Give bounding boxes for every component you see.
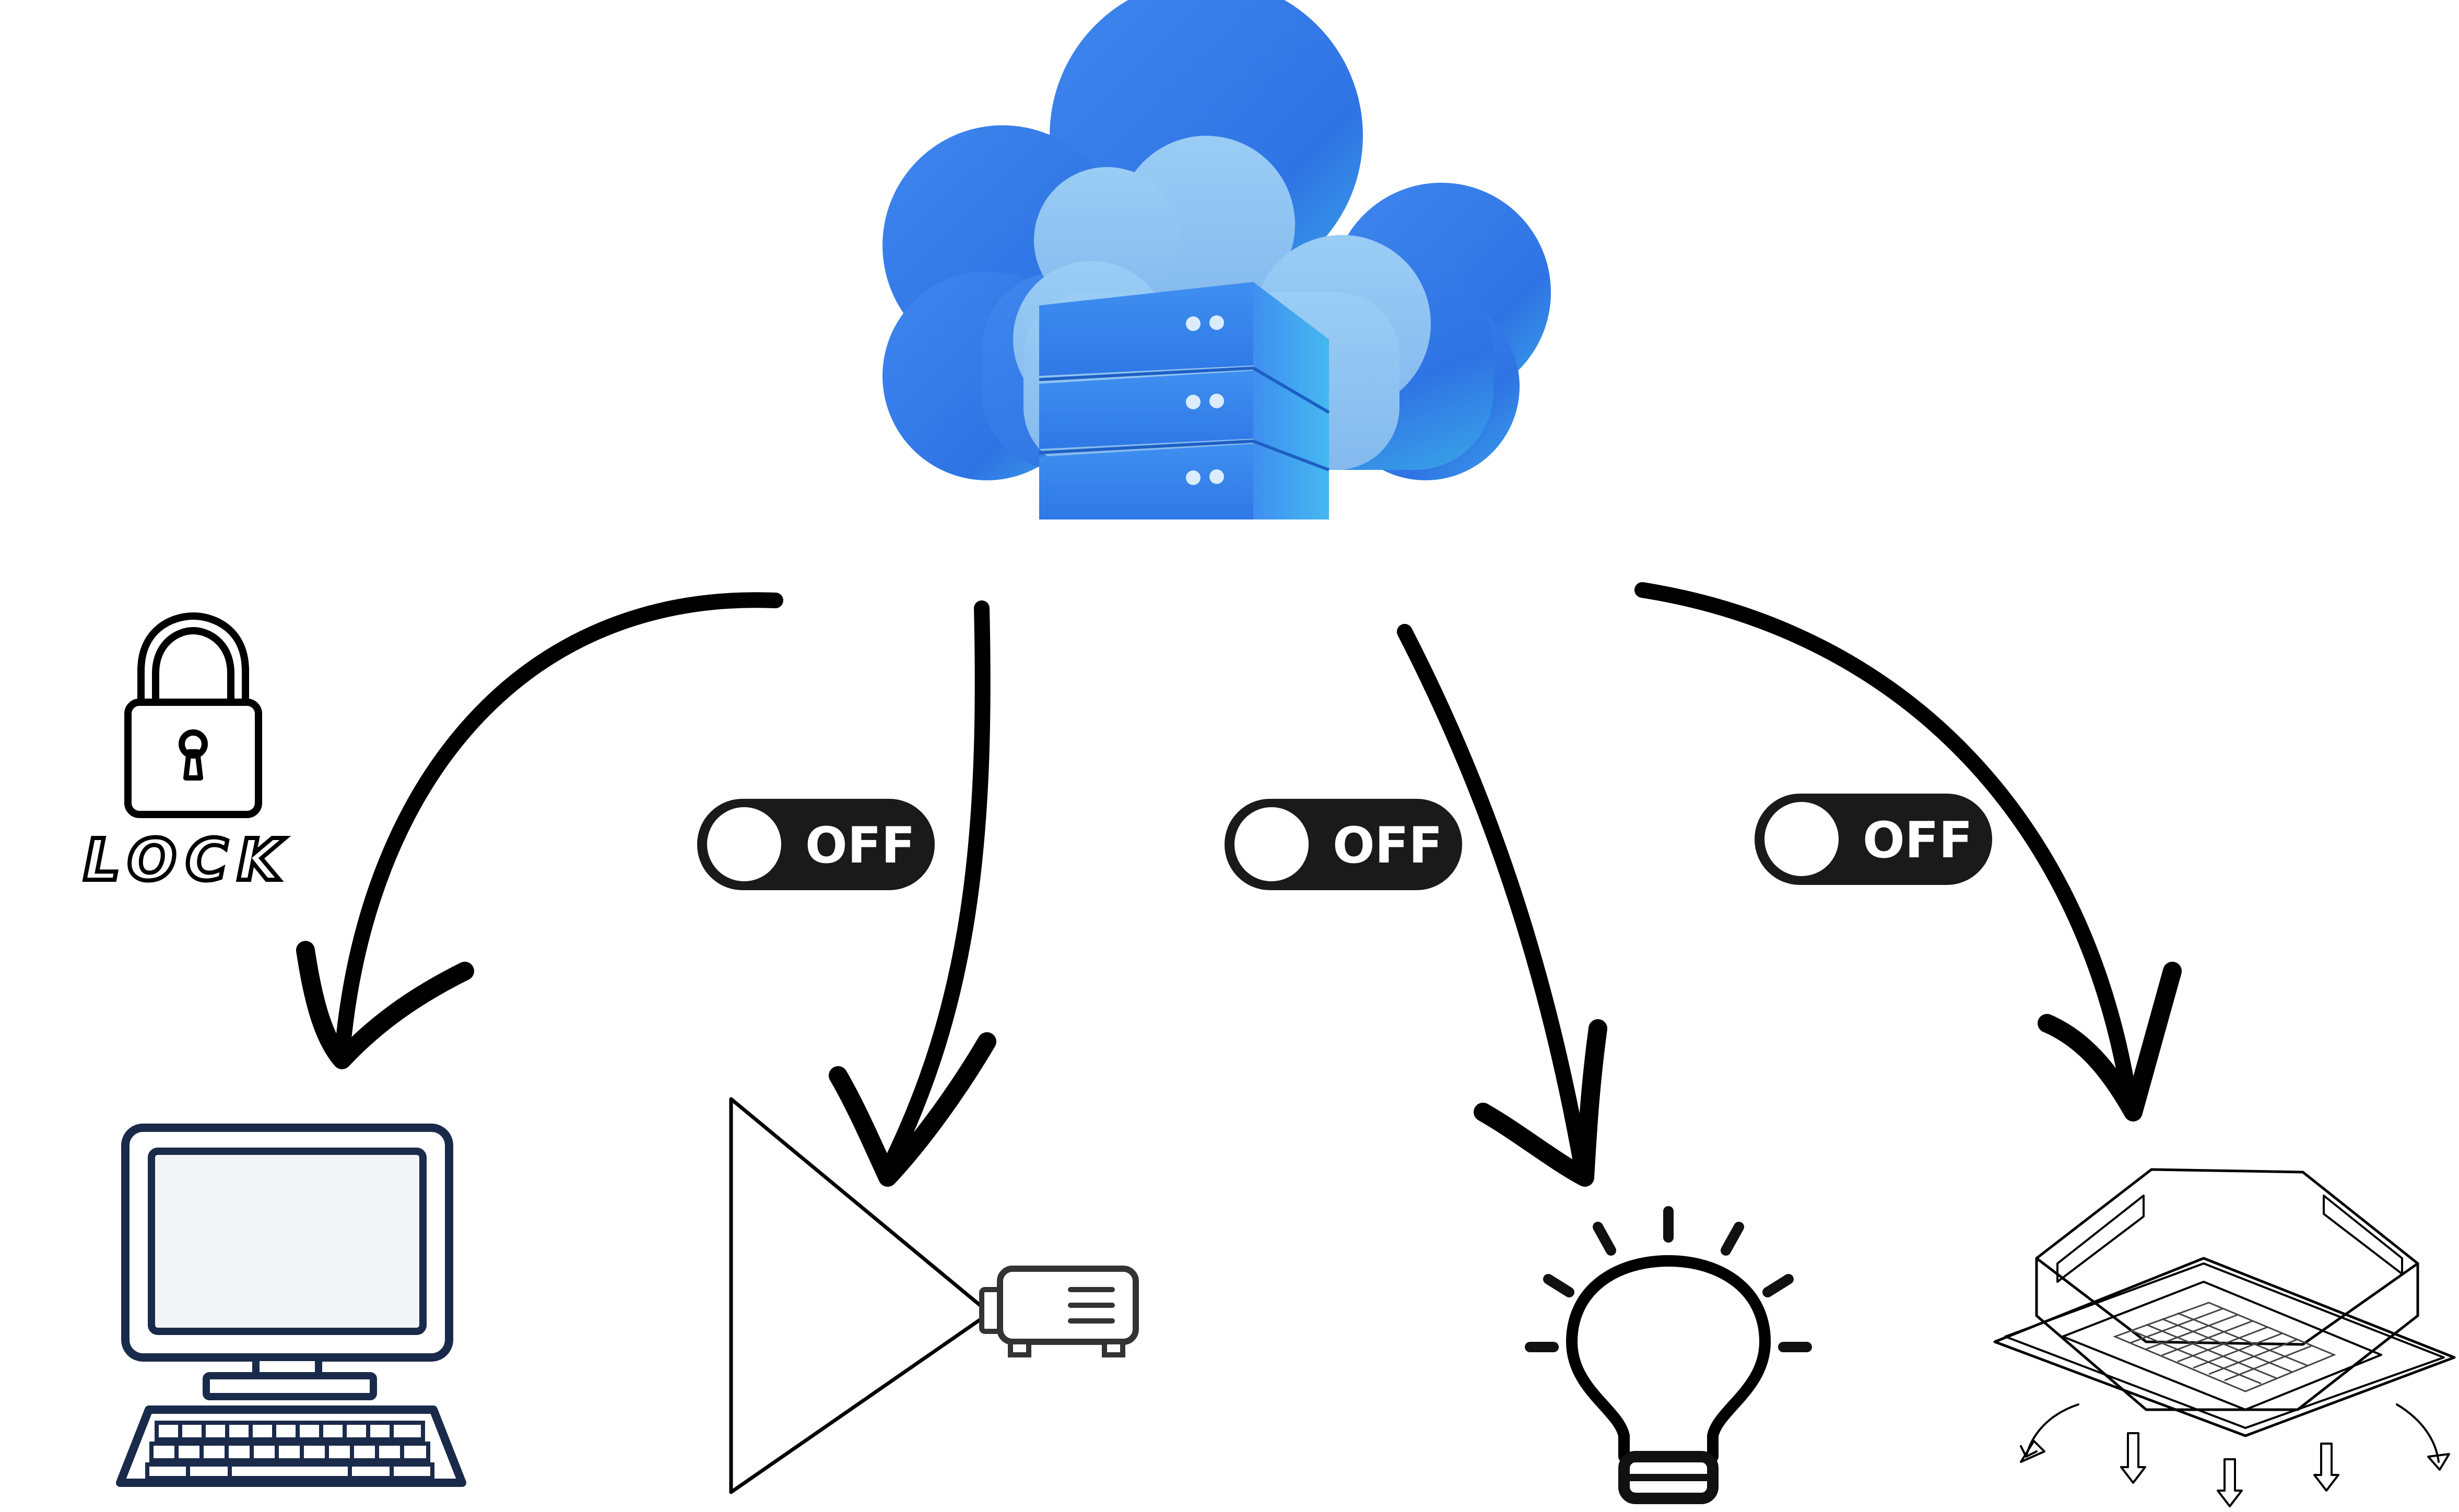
projector-icon xyxy=(729,1097,1139,1494)
toggle-light-bulb[interactable]: OFF xyxy=(1225,799,1462,890)
server-stack xyxy=(1039,282,1330,519)
toggle-light-bulb-label: OFF xyxy=(1333,817,1443,875)
toggle-air-conditioner[interactable]: OFF xyxy=(1755,794,1992,885)
arrow-to-light-bulb xyxy=(1397,624,1607,1187)
toggle-projector[interactable]: OFF xyxy=(697,799,935,890)
toggle-air-conditioner-label: OFF xyxy=(1863,812,1973,869)
airflow-arrows xyxy=(2020,1403,2450,1507)
toggle-projector-label: OFF xyxy=(805,817,915,875)
air-conditioner-icon xyxy=(1993,1168,2456,1507)
ac-grille xyxy=(2112,1302,2336,1392)
cloud-server-icon xyxy=(883,0,1551,519)
computer-icon xyxy=(116,1124,466,1487)
lock-icon xyxy=(124,612,262,818)
keyboard-keys xyxy=(145,1421,434,1480)
light-bulb-icon xyxy=(1525,1206,1812,1504)
arrow-to-computer xyxy=(296,592,783,1069)
arrow-to-air-conditioner xyxy=(1634,582,2182,1121)
arrow-to-projector xyxy=(829,600,996,1187)
lock-label: LOCK xyxy=(84,826,291,893)
